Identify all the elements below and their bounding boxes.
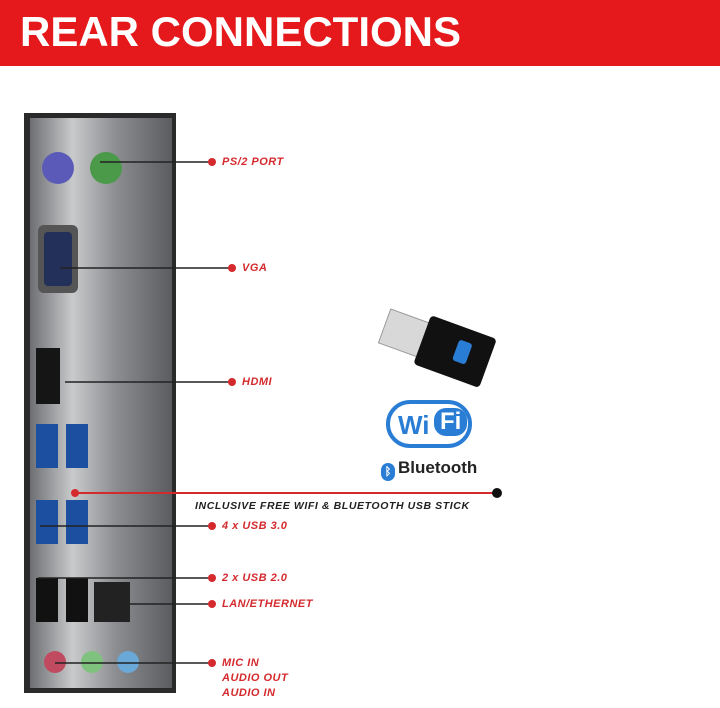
callout-lines (38, 161, 497, 664)
ps2-mouse-port (90, 152, 122, 184)
header-banner: REAR CONNECTIONS (0, 0, 720, 66)
usb-dongle-image (377, 308, 496, 387)
callout-dots (71, 158, 502, 667)
usb3-port (66, 500, 88, 544)
io-shield (24, 113, 176, 693)
audio-out-jack (81, 651, 103, 673)
hdmi-port (36, 348, 60, 404)
label-lan: LAN/ETHERNET (222, 598, 313, 610)
lan-port (94, 582, 130, 622)
label-usb2: 2 x USB 2.0 (222, 572, 288, 584)
usb3-port (36, 500, 58, 544)
page-title: REAR CONNECTIONS (20, 8, 462, 55)
bluetooth-text: Bluetooth (398, 458, 478, 477)
mic-jack (44, 651, 66, 673)
label-hdmi: HDMI (242, 376, 273, 388)
dongle-caption: INCLUSIVE FREE WIFI & BLUETOOTH USB STIC… (195, 500, 470, 512)
usb2-port (66, 578, 88, 622)
usb3-port (36, 424, 58, 468)
label-audio-out: AUDIO OUT (222, 672, 289, 684)
audio-in-jack (117, 651, 139, 673)
usb3-port (66, 424, 88, 468)
label-ps2-port: PS/2 PORT (222, 156, 284, 168)
usb2-port (36, 578, 58, 622)
label-mic-in: MIC IN (222, 657, 260, 669)
label-usb3: 4 x USB 3.0 (222, 520, 288, 532)
bluetooth-icon: ᛒ (381, 463, 395, 481)
ps2-keyboard-port (42, 152, 74, 184)
label-audio-in: AUDIO IN (222, 687, 276, 699)
label-vga: VGA (242, 262, 268, 274)
